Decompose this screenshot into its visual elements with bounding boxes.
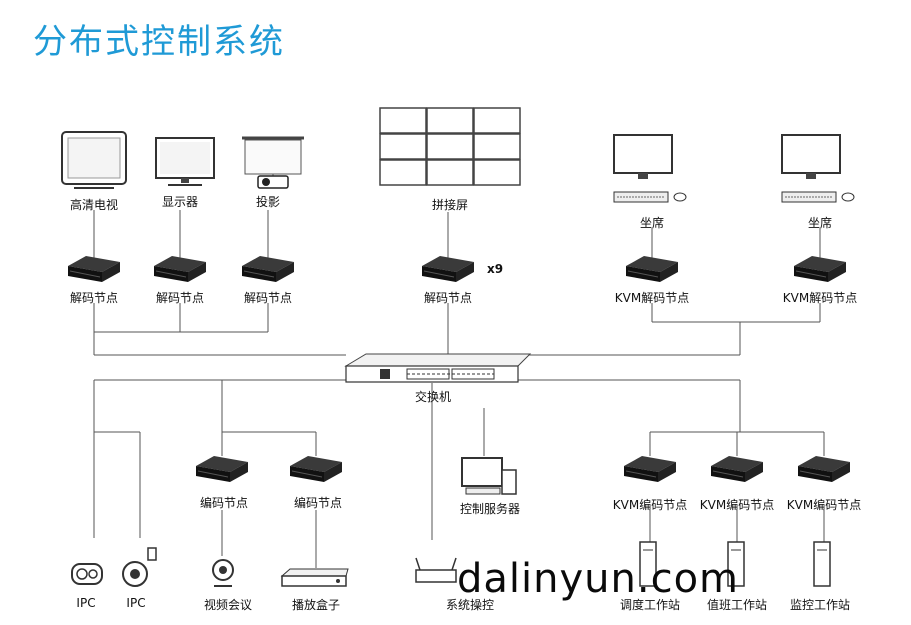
videowall-icon — [379, 107, 521, 186]
label-control-server: 控制服务器 — [459, 502, 521, 516]
decoder-node-icon — [421, 255, 475, 283]
page-title: 分布式控制系统 — [33, 22, 285, 62]
label-video-conference: 视频会议 — [203, 598, 253, 612]
ipc-bullet-camera-icon — [71, 563, 103, 585]
control-server-icon — [461, 457, 517, 495]
ipc-dome-camera-icon — [122, 547, 157, 587]
label-ipc: IPC — [126, 596, 146, 610]
kvm-encoder-node-icon — [797, 455, 851, 483]
label-kvm-decoder-node: KVM解码节点 — [614, 291, 690, 305]
switch-icon — [344, 353, 532, 383]
tower-pc-duty-icon — [727, 541, 745, 587]
encoder-node-icon — [195, 455, 249, 483]
workstation-seat1-icon — [613, 134, 687, 203]
label-kvm-encoder-node: KVM编码节点 — [786, 498, 862, 512]
label-dispatch-workstation: 调度工作站 — [619, 598, 681, 612]
label-multiplier: x9 — [487, 262, 504, 276]
decoder-node-icon — [153, 255, 207, 283]
label-kvm-encoder-node: KVM编码节点 — [612, 498, 688, 512]
label-decoder-node: 解码节点 — [155, 291, 205, 305]
label-encoder-node: 编码节点 — [293, 496, 343, 510]
kvm-decoder-node-icon — [625, 255, 679, 283]
router-icon — [415, 557, 457, 583]
media-player-box-icon — [280, 568, 349, 587]
label-system-control: 系统操控 — [445, 598, 495, 612]
label-ipc: IPC — [76, 596, 96, 610]
tower-pc-dispatch-icon — [639, 541, 657, 587]
label-monitoring-workstation: 监控工作站 — [789, 598, 851, 612]
label-kvm-encoder-node: KVM编码节点 — [699, 498, 775, 512]
label-switch: 交换机 — [414, 390, 452, 404]
label-videowall: 拼接屏 — [431, 198, 469, 212]
label-kvm-decoder-node: KVM解码节点 — [782, 291, 858, 305]
encoder-node-icon — [289, 455, 343, 483]
label-hdtv: 高清电视 — [69, 198, 119, 212]
hdtv-icon — [61, 131, 127, 189]
webcam-icon — [212, 559, 234, 587]
decoder-node-icon — [67, 255, 121, 283]
label-encoder-node: 编码节点 — [199, 496, 249, 510]
decoder-node-icon — [241, 255, 295, 283]
label-decoder-node: 解码节点 — [69, 291, 119, 305]
kvm-decoder-node-icon — [793, 255, 847, 283]
projector-icon — [242, 136, 304, 189]
label-duty-workstation: 值班工作站 — [706, 598, 768, 612]
connection-lines — [93, 210, 825, 568]
label-decoder-node: 解码节点 — [423, 291, 473, 305]
workstation-seat2-icon — [781, 134, 855, 203]
watermark: dalinyun.com — [457, 556, 739, 602]
kvm-encoder-node-icon — [710, 455, 764, 483]
label-monitor: 显示器 — [161, 195, 199, 209]
label-seat: 坐席 — [807, 216, 833, 230]
tower-pc-monitor-icon — [813, 541, 831, 587]
label-projector: 投影 — [255, 195, 281, 209]
kvm-encoder-node-icon — [623, 455, 677, 483]
label-seat: 坐席 — [639, 216, 665, 230]
label-media-player-box: 播放盒子 — [291, 598, 341, 612]
monitor-icon — [155, 137, 215, 186]
label-decoder-node: 解码节点 — [243, 291, 293, 305]
